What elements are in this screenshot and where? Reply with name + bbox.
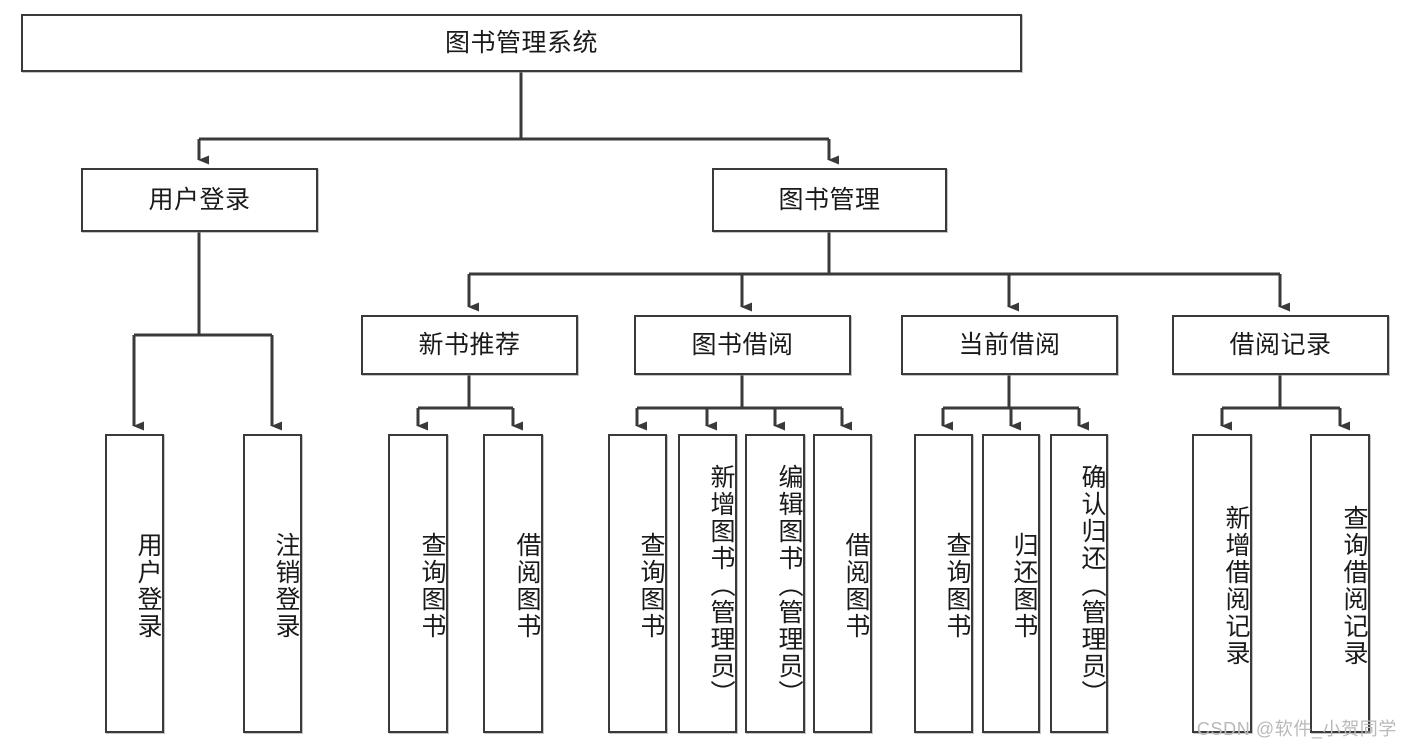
node-leaf-confirm-return-label: 确认归还（管理员） xyxy=(1078,464,1106,707)
node-leaf-query-book-3[interactable]: 查询图书 xyxy=(914,434,973,733)
node-leaf-add-record-label: 新增借阅记录 xyxy=(1222,504,1250,667)
node-leaf-user-login[interactable]: 用户登录 xyxy=(105,434,164,733)
node-leaf-return-book-label: 归还图书 xyxy=(1010,531,1038,640)
node-book-manage[interactable]: 图书管理 xyxy=(712,168,947,232)
node-leaf-borrow-book-1-label: 借阅图书 xyxy=(513,531,541,640)
node-book-manage-label: 图书管理 xyxy=(778,186,881,214)
node-borrow-record[interactable]: 借阅记录 xyxy=(1172,315,1389,375)
node-new-book-recommend-label: 新书推荐 xyxy=(418,331,521,359)
node-new-book-recommend[interactable]: 新书推荐 xyxy=(361,315,578,375)
node-leaf-query-book-2-label: 查询图书 xyxy=(637,531,665,640)
node-root-label: 图书管理系统 xyxy=(444,29,598,57)
node-leaf-edit-book[interactable]: 编辑图书（管理员） xyxy=(745,434,805,733)
node-leaf-borrow-book-1[interactable]: 借阅图书 xyxy=(483,434,543,733)
node-current-borrow[interactable]: 当前借阅 xyxy=(901,315,1118,375)
node-leaf-borrow-book-2[interactable]: 借阅图书 xyxy=(813,434,872,733)
node-leaf-query-record[interactable]: 查询借阅记录 xyxy=(1310,434,1370,733)
node-leaf-user-logout-label: 注销登录 xyxy=(272,531,300,640)
node-leaf-query-book-1-label: 查询图书 xyxy=(418,531,446,640)
node-borrow-record-label: 借阅记录 xyxy=(1229,331,1332,359)
node-user-login[interactable]: 用户登录 xyxy=(81,168,318,232)
node-root[interactable]: 图书管理系统 xyxy=(21,14,1022,72)
node-leaf-edit-book-label: 编辑图书（管理员） xyxy=(775,464,803,707)
node-leaf-borrow-book-2-label: 借阅图书 xyxy=(842,531,870,640)
node-leaf-confirm-return[interactable]: 确认归还（管理员） xyxy=(1050,434,1108,733)
node-leaf-query-book-1[interactable]: 查询图书 xyxy=(388,434,448,733)
node-leaf-user-logout[interactable]: 注销登录 xyxy=(243,434,302,733)
node-book-borrow[interactable]: 图书借阅 xyxy=(634,315,851,375)
node-leaf-query-book-2[interactable]: 查询图书 xyxy=(608,434,667,733)
node-leaf-return-book[interactable]: 归还图书 xyxy=(982,434,1040,733)
node-current-borrow-label: 当前借阅 xyxy=(958,331,1061,359)
node-book-borrow-label: 图书借阅 xyxy=(691,331,794,359)
node-user-login-label: 用户登录 xyxy=(148,186,251,214)
csdn-watermark: CSDN @软件_小贺同学 xyxy=(1196,719,1397,739)
node-leaf-add-book-label: 新增图书（管理员） xyxy=(707,464,735,707)
node-leaf-add-book[interactable]: 新增图书（管理员） xyxy=(678,434,737,733)
node-leaf-query-record-label: 查询借阅记录 xyxy=(1340,504,1368,667)
node-leaf-add-record[interactable]: 新增借阅记录 xyxy=(1192,434,1252,733)
node-leaf-user-login-label: 用户登录 xyxy=(134,531,162,640)
node-leaf-query-book-3-label: 查询图书 xyxy=(943,531,971,640)
